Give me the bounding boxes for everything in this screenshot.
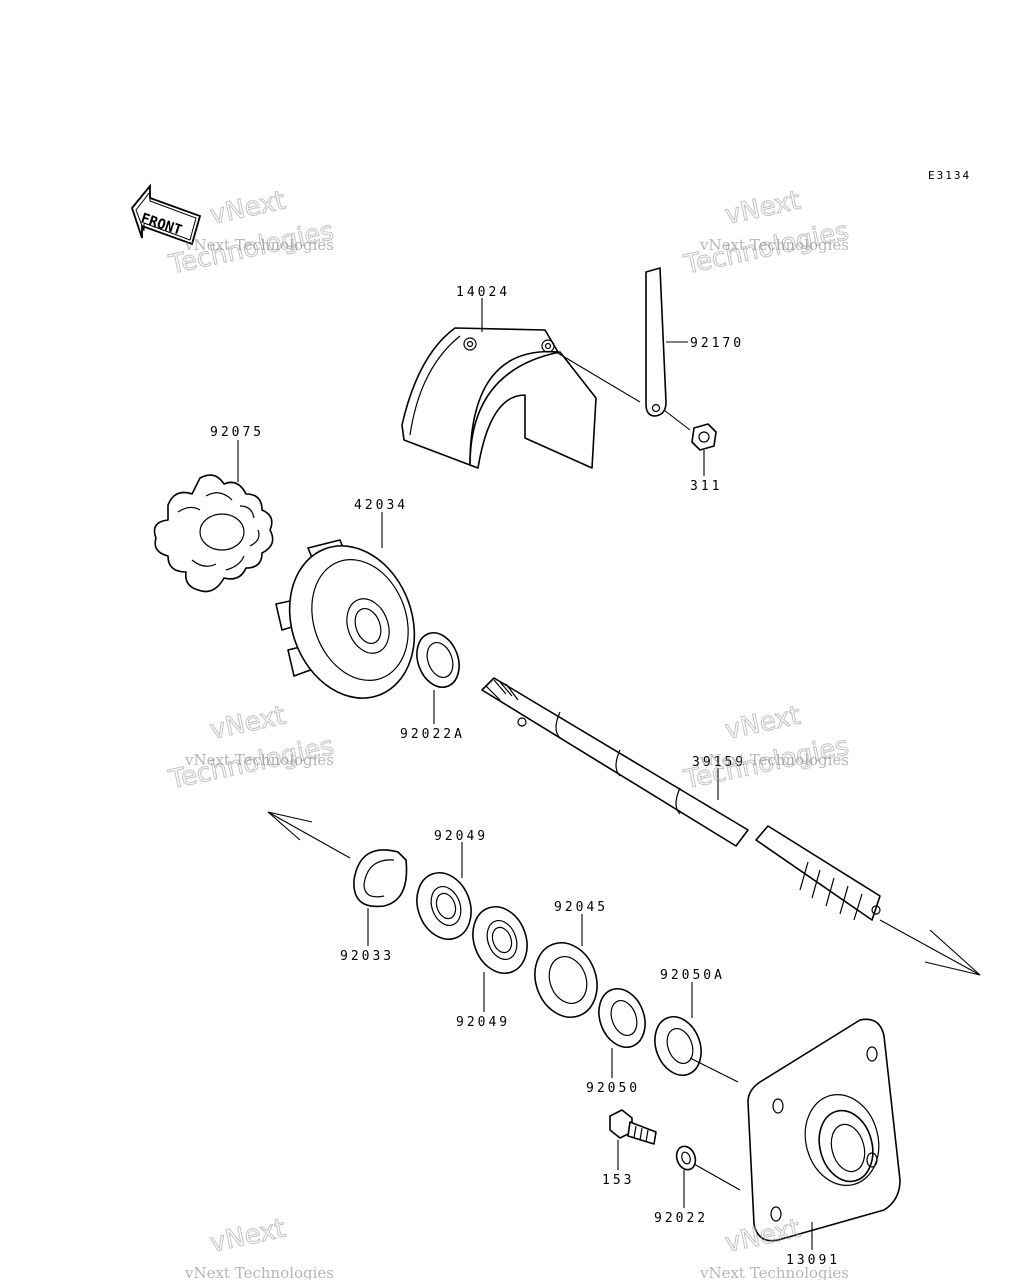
label-92050A: 92050A (660, 968, 725, 983)
part-14024-cover (401, 327, 597, 469)
label-39159: 39159 (692, 755, 746, 770)
label-92170: 92170 (690, 336, 744, 351)
svg-text:vNext Technologies: vNext Technologies (184, 236, 334, 254)
part-92022-washer (675, 1145, 741, 1191)
part-92022A-washer (416, 632, 460, 688)
label-42034: 42034 (354, 498, 408, 513)
svg-text:vNext: vNext (722, 701, 803, 746)
label-92049-top: 92049 (434, 829, 488, 844)
label-92049-bottom: 92049 (456, 1015, 510, 1030)
svg-text:vNext Technologies: vNext Technologies (699, 1264, 849, 1280)
label-92033: 92033 (340, 949, 394, 964)
part-92049-bearing-top (416, 872, 472, 940)
label-92045: 92045 (554, 900, 608, 915)
part-92045-bearing (534, 942, 598, 1018)
svg-text:vNext Technologies: vNext Technologies (184, 751, 334, 769)
label-92075: 92075 (210, 425, 264, 440)
part-92033-circlip (267, 811, 408, 908)
label-311: 311 (690, 479, 722, 494)
part-92049-bearing-bottom (472, 906, 528, 974)
part-42034-coupling (275, 539, 416, 699)
part-92170-strap (555, 267, 667, 417)
svg-text:vNext Technologies: vNext Technologies (699, 236, 849, 254)
label-153: 153 (602, 1173, 634, 1188)
svg-text:vNext: vNext (207, 186, 288, 231)
part-39159-shaft (481, 677, 981, 976)
part-13091-housing (747, 1018, 901, 1242)
label-92050: 92050 (586, 1081, 640, 1096)
part-92075-damper (153, 474, 274, 593)
label-92022: 92022 (654, 1211, 708, 1226)
label-14024: 14024 (456, 285, 510, 300)
svg-text:vNext: vNext (207, 1214, 288, 1259)
part-92050A-seal (654, 1016, 739, 1083)
part-92050-seal (598, 988, 646, 1048)
svg-text:vNext Technologies: vNext Technologies (699, 751, 849, 769)
part-311-nut (663, 409, 717, 451)
svg-text:vNext Technologies: vNext Technologies (184, 1264, 334, 1280)
svg-text:vNext: vNext (722, 186, 803, 231)
diagram-code: E3134 (928, 169, 971, 182)
label-13091: 13091 (786, 1253, 840, 1268)
label-92022A: 92022A (400, 727, 465, 742)
front-arrow-icon: FRONT (130, 183, 202, 246)
svg-text:vNext: vNext (207, 701, 288, 746)
part-153-bolt (609, 1109, 657, 1145)
